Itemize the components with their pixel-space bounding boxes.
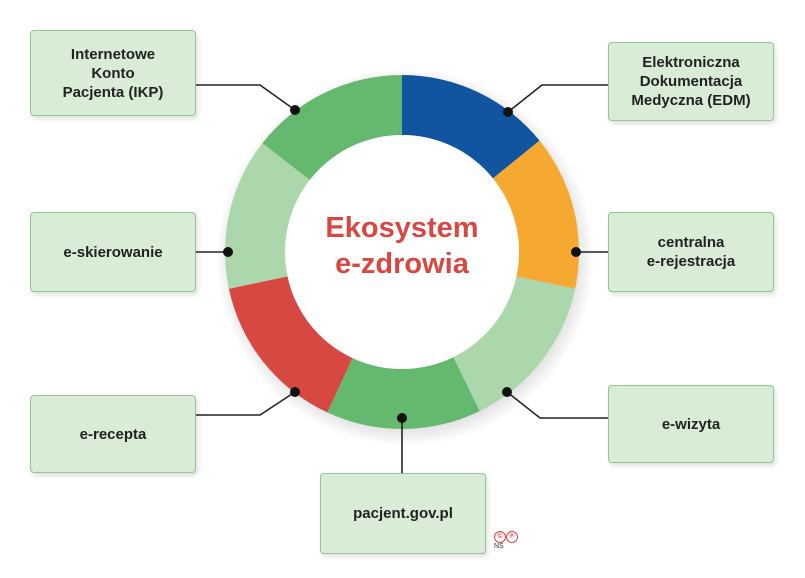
connector-line-ikp [196, 84, 296, 111]
connector-dot-ikp [290, 105, 300, 115]
box-centralna-e-rejestracja: centralna e-rejestracja [608, 212, 774, 292]
ring-segment [327, 357, 480, 429]
box-ikp: Internetowe Konto Pacjenta (IKP) [30, 30, 196, 116]
publisher-logo: ©℗NS [494, 531, 518, 550]
box-pacjent-gov-pl: pacjent.gov.pl [320, 473, 486, 554]
box-e-wizyta: e-wizyta [608, 385, 774, 463]
connector-line-edm [507, 84, 608, 113]
connector-dot-e-skierowanie [223, 247, 233, 257]
connector-dot-e-recepta [290, 387, 300, 397]
ring-segment [262, 75, 402, 180]
box-e-recepta: e-recepta [30, 395, 196, 473]
connector-dot-centralna [571, 247, 581, 257]
center-title: Ekosystem e-zdrowia [325, 212, 479, 280]
ring-segment [228, 276, 353, 413]
ring-segment [453, 276, 576, 412]
ring-inner [285, 135, 519, 369]
connector-dot-e-wizyta [502, 387, 512, 397]
ring-segment [225, 143, 310, 289]
connector-dot-pacjent [397, 413, 407, 423]
box-edm: Elektroniczna Dokumentacja Medyczna (EDM… [608, 42, 774, 121]
ring-segment [402, 75, 540, 179]
connector-line-e-wizyta [506, 391, 608, 419]
connector-dot-edm [503, 107, 513, 117]
box-e-skierowanie: e-skierowanie [30, 212, 196, 292]
ring-segment [492, 140, 579, 289]
connector-line-e-recepta [196, 391, 296, 416]
